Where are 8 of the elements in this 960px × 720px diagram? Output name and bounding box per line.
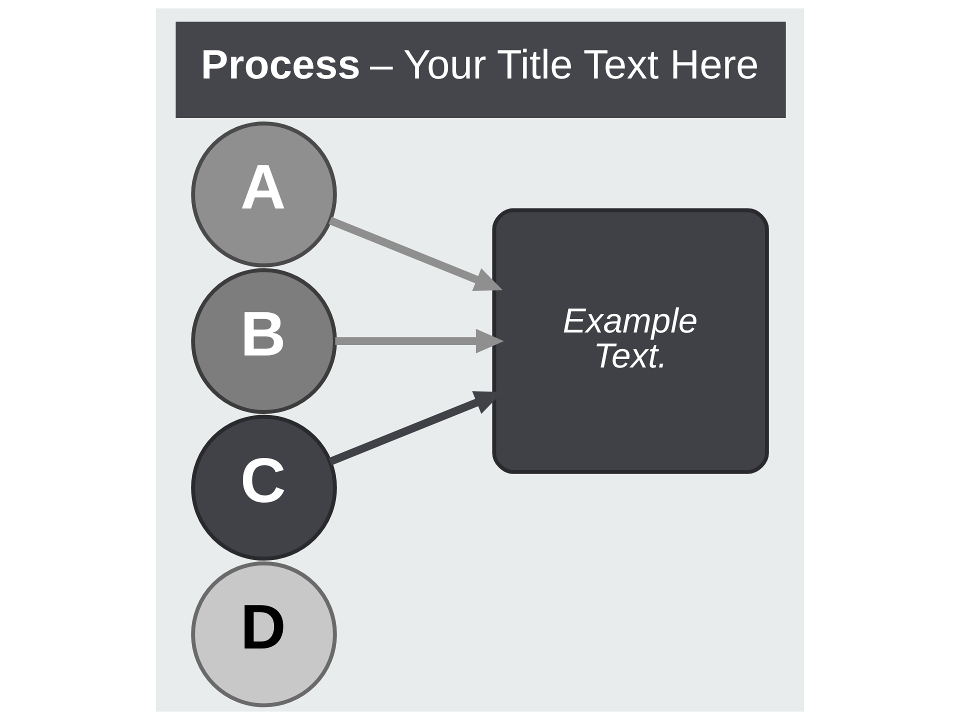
node-circle: B	[191, 268, 337, 414]
arrow	[335, 328, 504, 354]
node-circle: A	[191, 122, 337, 268]
arrow	[328, 216, 503, 291]
diagram-title: Process – Your Title Text Here	[200, 41, 759, 88]
node-circle: D	[191, 561, 337, 708]
node-circle: C	[191, 414, 337, 561]
node-box: Example Text.	[492, 208, 769, 474]
